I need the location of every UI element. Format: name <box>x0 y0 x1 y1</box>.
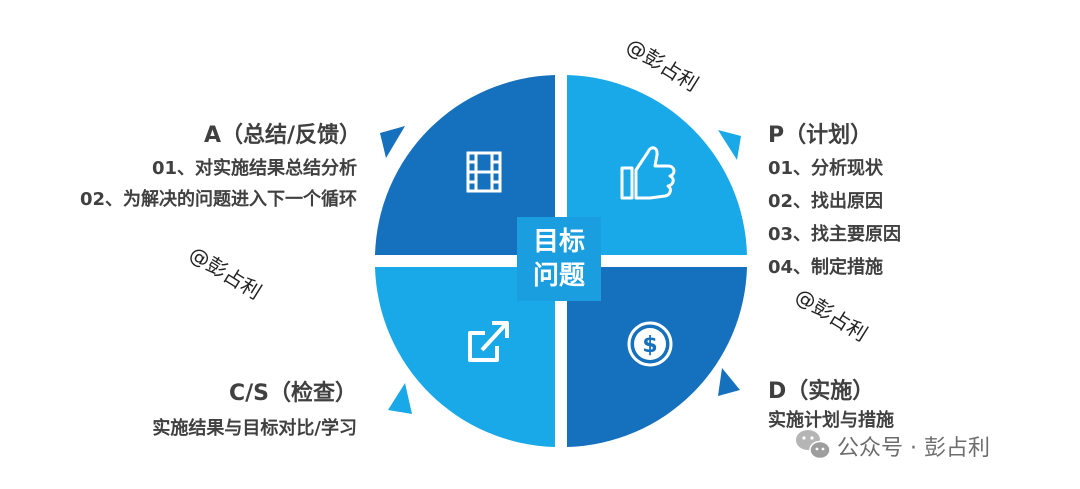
a-item-1: 01、对实施结果总结分析 <box>151 158 357 179</box>
arrow-top-left <box>380 126 405 158</box>
p-item-2: 02、找出原因 <box>768 191 884 212</box>
svg-text:$: $ <box>642 333 657 358</box>
a-item-2: 02、为解决的问题进入下一个循环 <box>79 189 357 210</box>
arrow-top-right <box>718 130 741 160</box>
arrow-bottom-left <box>388 383 412 414</box>
center-box <box>517 217 601 301</box>
p-item-1: 01、分析现状 <box>768 158 884 179</box>
share-icon <box>468 321 509 362</box>
p-item-4: 04、制定措施 <box>768 257 884 278</box>
p-item-3: 03、找主要原因 <box>768 224 902 245</box>
thumbs-up-icon <box>620 146 676 200</box>
wechat-icon <box>796 430 831 460</box>
arrow-bottom-right <box>718 368 740 396</box>
center-line-2: 问题 <box>532 261 585 291</box>
footer-label: 公众号 · 彭占利 <box>837 436 990 461</box>
c-item-1: 实施结果与目标对比/学习 <box>152 418 357 439</box>
d-item-1: 实施计划与措施 <box>768 410 894 431</box>
c-title: C/S（检查） <box>228 381 357 406</box>
a-title: A（总结/反馈） <box>203 123 361 148</box>
footer: 公众号 · 彭占利 <box>795 428 990 464</box>
dollar-icon: $ <box>627 321 673 367</box>
p-title: P（计划） <box>768 123 873 148</box>
d-title: D（实施） <box>768 379 875 404</box>
quadrant-c <box>375 267 555 447</box>
quadrant-a <box>375 75 555 255</box>
center-label: 目标 问题 <box>517 217 601 301</box>
center-line-1: 目标 <box>532 227 585 257</box>
film-icon <box>466 151 502 193</box>
